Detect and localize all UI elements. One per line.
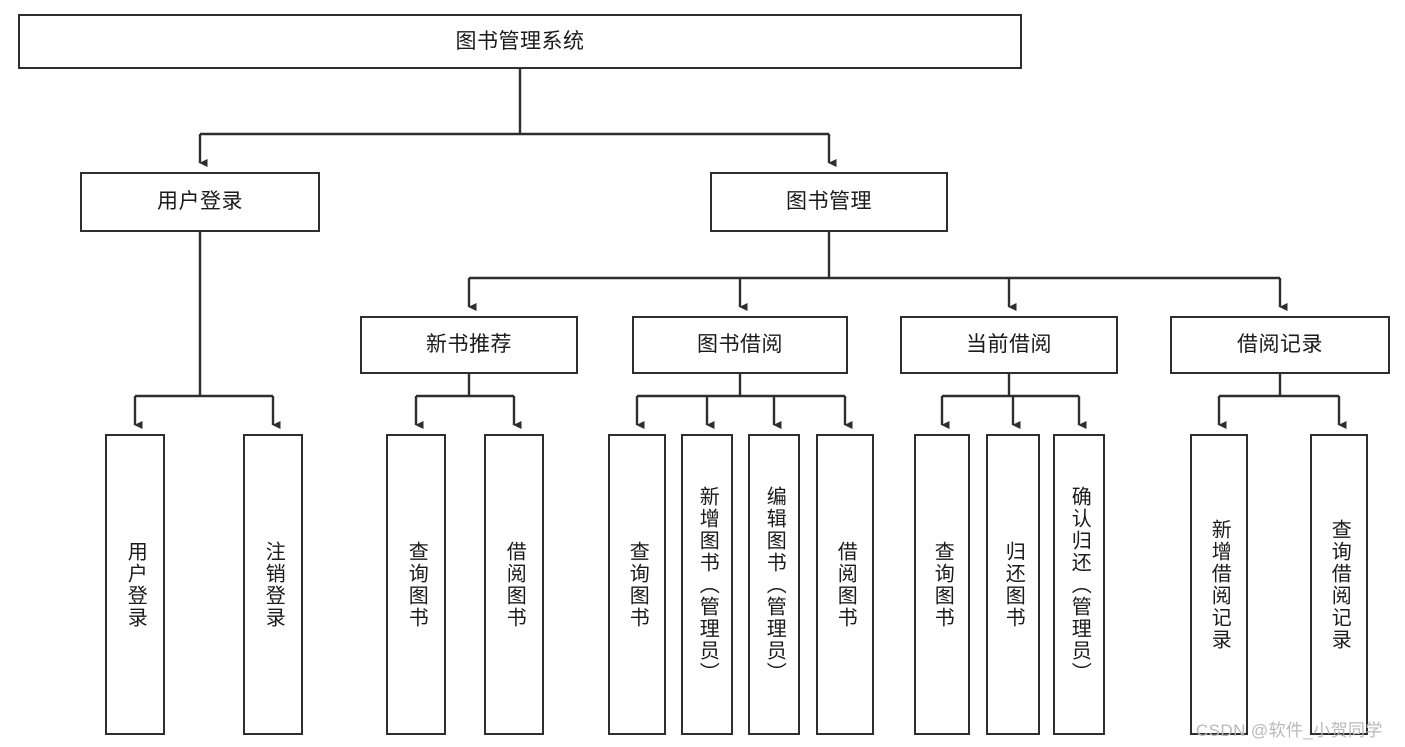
node-leaf_10[interactable]: 确认归还（管理员）: [1053, 434, 1105, 735]
node-label: 新增图书（管理员）: [696, 485, 719, 684]
node-leaf_1[interactable]: 注销登录: [243, 434, 303, 735]
node-label: 查询图书: [626, 540, 649, 629]
node-label: 查询图书: [405, 540, 428, 629]
node-leaf_0[interactable]: 用户登录: [105, 434, 165, 735]
node-label: 新书推荐: [426, 333, 512, 357]
node-l3_3[interactable]: 借阅记录: [1170, 316, 1390, 374]
node-leaf_2[interactable]: 查询图书: [386, 434, 446, 735]
node-label: 借阅图书: [834, 540, 857, 629]
csdn-watermark: CSDN @软件_小贺同学: [1196, 721, 1383, 740]
node-l3_0[interactable]: 新书推荐: [360, 316, 578, 374]
node-label: 当前借阅: [966, 333, 1052, 357]
node-label: 借阅记录: [1237, 333, 1323, 357]
node-label: 用户登录: [124, 540, 147, 629]
node-label: 归还图书: [1002, 540, 1025, 629]
node-label: 借阅图书: [503, 540, 526, 629]
node-label: 图书管理: [786, 190, 872, 214]
node-leaf_3[interactable]: 借阅图书: [484, 434, 544, 735]
node-root[interactable]: 图书管理系统: [18, 14, 1022, 69]
node-leaf_11[interactable]: 新增借阅记录: [1190, 434, 1248, 735]
node-leaf_9[interactable]: 归还图书: [986, 434, 1040, 735]
node-leaf_5[interactable]: 新增图书（管理员）: [681, 434, 733, 735]
node-label: 查询借阅记录: [1328, 518, 1351, 651]
node-leaf_6[interactable]: 编辑图书（管理员）: [748, 434, 800, 735]
node-leaf_7[interactable]: 借阅图书: [816, 434, 874, 735]
node-label: 图书借阅: [697, 333, 783, 357]
node-label: 注销登录: [262, 540, 285, 629]
node-l2_0[interactable]: 用户登录: [80, 172, 320, 232]
node-leaf_12[interactable]: 查询借阅记录: [1310, 434, 1368, 735]
node-label: 用户登录: [157, 190, 243, 214]
node-l3_2[interactable]: 当前借阅: [900, 316, 1118, 374]
node-label: 查询图书: [931, 540, 954, 629]
node-l3_1[interactable]: 图书借阅: [632, 316, 848, 374]
node-label: 编辑图书（管理员）: [763, 485, 786, 684]
node-l2_1[interactable]: 图书管理: [710, 172, 948, 232]
node-leaf_8[interactable]: 查询图书: [914, 434, 970, 735]
node-label: 新增借阅记录: [1208, 518, 1231, 651]
node-label: 确认归还（管理员）: [1068, 485, 1091, 684]
node-label: 图书管理系统: [455, 29, 585, 53]
node-leaf_4[interactable]: 查询图书: [608, 434, 666, 735]
